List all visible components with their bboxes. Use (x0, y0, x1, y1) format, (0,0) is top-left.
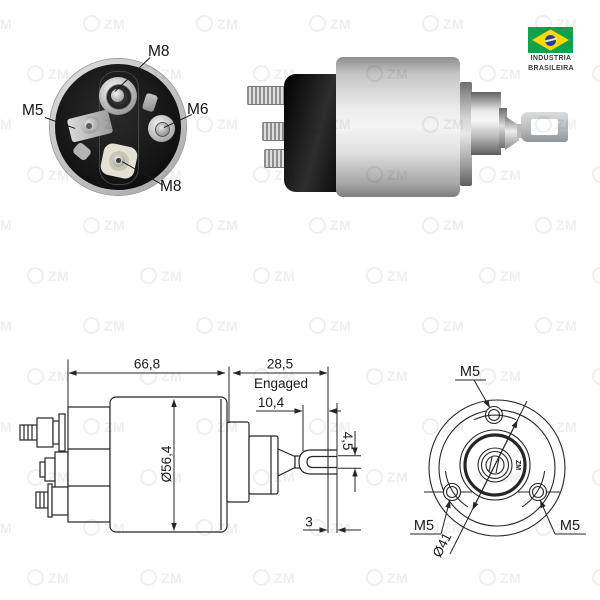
watermark: ZM (592, 267, 600, 284)
flag-caption-line1: INDÚSTRIA (530, 55, 572, 62)
watermark: ZM (27, 569, 69, 587)
flag-caption-line2: BRASILEIRA (528, 64, 574, 72)
watermark: ZM (83, 216, 125, 234)
watermark: ZM (309, 15, 351, 32)
center-logo: ZM (514, 460, 521, 470)
watermark: ZM (422, 15, 464, 32)
watermark: ZM (309, 216, 351, 234)
watermark: ZM (0, 217, 13, 234)
label-m8-bottom: M8 (160, 178, 182, 195)
chrome-step (499, 108, 507, 148)
chrome-cylinder (471, 92, 501, 155)
watermark: ZM (309, 317, 351, 335)
watermark: ZM (140, 267, 182, 284)
watermark: ZM (366, 267, 408, 284)
watermark: ZM (0, 519, 13, 536)
dim-bolt-circle: Ø41 (430, 530, 455, 560)
dim-body-diameter: Ø56,4 (159, 445, 174, 482)
watermark: ZM (83, 15, 125, 32)
plunger-cone (505, 116, 519, 150)
watermark: ZM (0, 418, 13, 435)
watermark: ZM (422, 317, 464, 335)
watermark: ZM (592, 569, 600, 587)
rear-view-photo (50, 59, 186, 195)
flag-caption: INDÚSTRIA BRASILEIRA (519, 54, 583, 73)
watermark: ZM (0, 116, 13, 133)
label-hole-right: M5 (560, 518, 580, 534)
front-face-drawing: M5 M5 M5 Ø41 ZM (410, 364, 586, 560)
watermark: ZM (535, 216, 577, 234)
watermark: ZM (140, 569, 182, 587)
watermark: ZM (196, 317, 238, 335)
watermark: ZM (479, 65, 521, 83)
plunger-rod (517, 124, 524, 138)
terminal-m8-top-stud (111, 89, 124, 102)
label-m5: M5 (22, 102, 44, 119)
brazil-flag (528, 27, 573, 53)
dim-body-length: 66,8 (134, 357, 160, 372)
dim-fork-slot: 4,5 (340, 432, 355, 451)
watermark: ZM (535, 317, 577, 335)
label-m8-top: M8 (148, 43, 170, 60)
dim-tip-gap: 3 (305, 515, 313, 530)
fork-hole (531, 119, 558, 135)
watermark: ZM (196, 216, 238, 234)
dim-travel-state: Engaged (254, 376, 308, 391)
watermark: ZM (592, 65, 600, 83)
label-m6: M6 (187, 101, 209, 118)
terminal-m5-dot (86, 123, 92, 129)
watermark: ZM (0, 317, 13, 334)
watermark: ZM (479, 267, 521, 284)
label-hole-left: M5 (414, 518, 434, 534)
watermark: ZM (479, 166, 521, 184)
side-dimension-drawing: 66,8 28,5 Engaged 10,4 4,5 Ø56,4 3 (19, 357, 361, 533)
watermark: ZM (422, 216, 464, 234)
watermark: ZM (253, 569, 295, 587)
terminal-m8-bottom-dot (116, 158, 121, 163)
dimension-lines (67, 359, 361, 533)
watermark: ZM (479, 569, 521, 587)
watermark: ZM (0, 15, 13, 32)
watermark: ZM (196, 15, 238, 32)
solenoid-body-cylinder (336, 57, 460, 197)
stud-top (247, 86, 295, 105)
watermark: ZM (83, 317, 125, 335)
dim-plunger-travel: 28,5 (267, 357, 293, 372)
watermark: ZM (27, 267, 69, 284)
label-hole-top: M5 (460, 364, 480, 380)
front-ring (460, 82, 472, 186)
solenoid-rear-cap (284, 74, 338, 192)
watermark: ZM (366, 569, 408, 587)
flange-shapes (424, 399, 566, 537)
watermark: ZM (253, 267, 295, 284)
dim-fork-length: 10,4 (258, 395, 285, 410)
watermark: ZM (592, 166, 600, 184)
